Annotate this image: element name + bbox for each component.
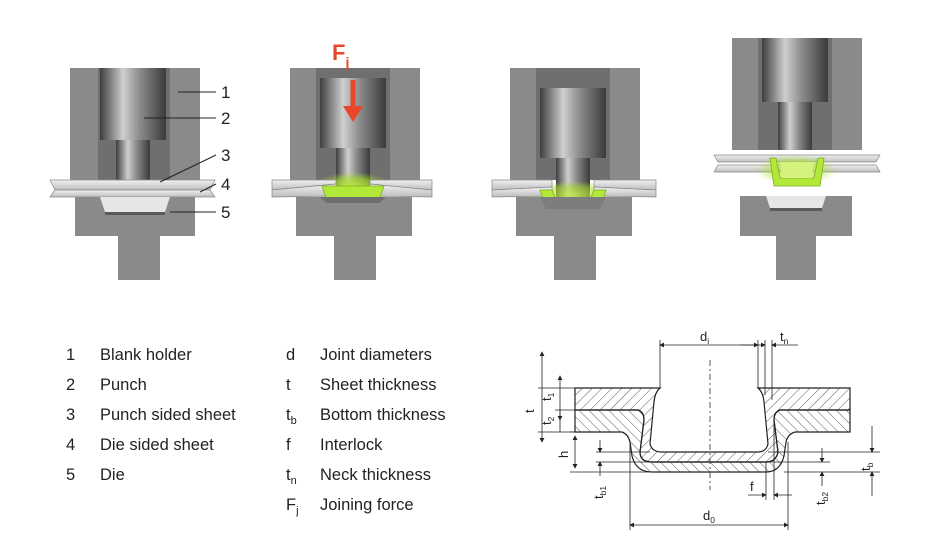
- legend-text: Interlock: [320, 436, 383, 454]
- callout-5: 5: [221, 203, 230, 222]
- dim-tb1: tb1: [591, 486, 608, 499]
- punch-sided-sheet: [49, 179, 216, 191]
- legend-text: Blank holder: [100, 346, 192, 364]
- lower-sheet-section: [574, 409, 851, 473]
- punch: [100, 68, 166, 140]
- legend-text: Die: [100, 466, 125, 484]
- legend-symbol: f: [286, 436, 291, 454]
- legend-text: Die sided sheet: [100, 436, 214, 454]
- die: [75, 197, 195, 280]
- stage-1-initial: 1 2 3 4 5: [49, 68, 230, 280]
- dim-tb: tb: [858, 462, 875, 471]
- dim-h: h: [556, 451, 571, 458]
- dim-d0: d0: [703, 508, 715, 525]
- legend-text: Sheet thickness: [320, 376, 436, 394]
- legend-symbol: tb: [286, 406, 297, 427]
- legend-num: 2: [66, 376, 75, 394]
- legend-text: Punch sided sheet: [100, 406, 236, 424]
- dim-tb2: tb2: [813, 492, 830, 505]
- legend-text: Bottom thickness: [320, 406, 446, 424]
- dim-t2: t2: [539, 416, 556, 425]
- legend-num: 3: [66, 406, 75, 424]
- dim-di: di: [700, 329, 709, 346]
- stage-4-released: [713, 38, 881, 280]
- callout-4: 4: [221, 175, 230, 194]
- die-sided-sheet: [49, 189, 216, 198]
- stage-3-formed: [491, 68, 657, 280]
- force-label: Fj: [332, 40, 349, 70]
- stage-2-joining: Fj: [271, 40, 433, 280]
- legend-symbols: d Joint diameters t Sheet thickness tb B…: [286, 346, 446, 517]
- legend-symbol: d: [286, 346, 295, 364]
- callout-1: 1: [221, 83, 230, 102]
- dim-t1: t1: [539, 392, 556, 401]
- dim-tn: tn: [780, 329, 789, 346]
- legend-symbol: Fj: [286, 496, 299, 517]
- legend-num: 4: [66, 436, 75, 454]
- dim-t: t: [522, 409, 537, 413]
- dim-f: f: [750, 479, 754, 494]
- callout-3: 3: [221, 146, 230, 165]
- legend-parts: 1 Blank holder 2 Punch 3 Punch sided she…: [66, 346, 236, 484]
- callout-2: 2: [221, 109, 230, 128]
- legend-text: Punch: [100, 376, 147, 394]
- legend-text: Neck thickness: [320, 466, 431, 484]
- legend-text: Joint diameters: [320, 346, 432, 364]
- joint-cross-section: di tn t t1 t2 h tb1 tb: [522, 329, 880, 530]
- legend-num: 5: [66, 466, 75, 484]
- legend-text: Joining force: [320, 496, 414, 514]
- legend-num: 1: [66, 346, 75, 364]
- legend-symbol: t: [286, 376, 291, 394]
- legend-symbol: tn: [286, 466, 297, 487]
